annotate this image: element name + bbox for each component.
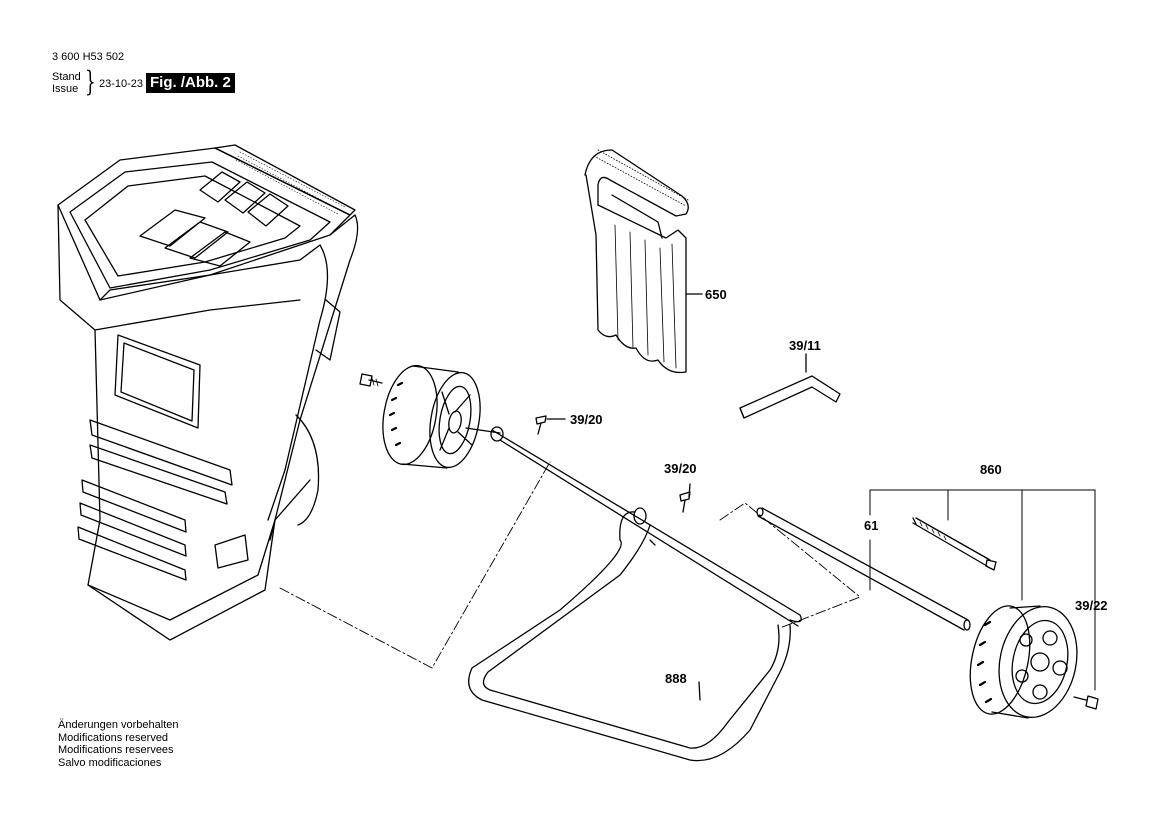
screw-39-20-b — [679, 483, 691, 513]
screw-right — [1073, 695, 1099, 710]
screw-left — [359, 373, 383, 387]
issue-date: 23-10-23 — [99, 78, 144, 90]
part-number: 3 600 H53 502 — [52, 51, 125, 63]
note-es: Salvo modificaciones — [58, 756, 162, 769]
screw-39-20-a — [535, 415, 566, 435]
pin — [912, 517, 997, 571]
axle-61 — [756, 507, 971, 631]
callout-888: 888 — [665, 671, 687, 686]
stand-label: Stand — [52, 71, 81, 83]
figure-badge: Fig. /Abb. 2 — [146, 73, 235, 93]
issue-label: Issue — [52, 83, 79, 95]
brace-glyph: } — [85, 65, 96, 98]
hex-key — [739, 353, 841, 419]
callout-860: 860 — [980, 462, 1002, 477]
footer-notes: Änderungen vorbehalten Modifications res… — [58, 719, 178, 769]
leader-lines — [869, 489, 1096, 691]
note-de: Änderungen vorbehalten — [58, 719, 179, 731]
frame-888 — [468, 426, 802, 762]
callout-39-20-a: 39/20 — [570, 412, 603, 427]
note-fr: Modifications reservees — [58, 744, 174, 756]
callout-650: 650 — [705, 287, 727, 302]
callout-39-20-b: 39/20 — [664, 461, 697, 476]
callout-61: 61 — [864, 518, 878, 533]
wheel-right — [969, 605, 1078, 719]
note-en: Modifications reserved — [58, 731, 169, 744]
assembly-lines — [279, 461, 861, 669]
callout-39-11: 39/11 — [789, 338, 821, 353]
shredder-housing — [57, 144, 359, 641]
callout-39-22: 39/22 — [1075, 598, 1108, 613]
feed-plate-part — [584, 149, 703, 374]
wheel-left — [382, 364, 501, 469]
